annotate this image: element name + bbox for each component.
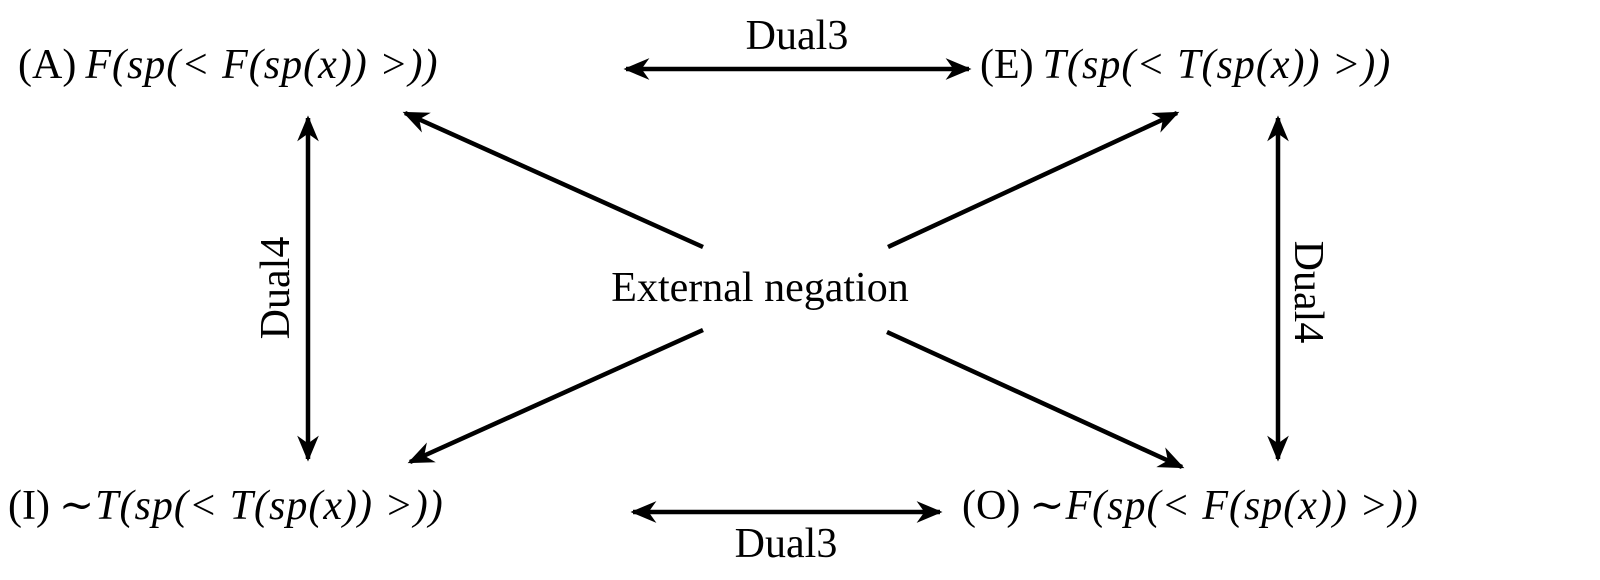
corner-I-formula: (I)∼T(sp(< T(sp(x)) >)): [8, 485, 444, 527]
corner-O-formula: (O)∼F(sp(< F(sp(x)) >)): [962, 485, 1419, 527]
dual3-top-label: Dual3: [745, 13, 849, 59]
corner-A-expression: F(sp(< F(sp(x)) >)): [85, 42, 439, 88]
external-negation-arrow-se: [886, 329, 1185, 470]
dual4-left-label: Dual4: [253, 236, 299, 340]
external-negation-arrow-nw: [402, 110, 704, 250]
external-negation-arrow-sw: [407, 327, 704, 465]
corner-E-formula: (E)T(sp(< T(sp(x)) >)): [980, 44, 1391, 86]
corner-A-formula: (A)F(sp(< F(sp(x)) >)): [18, 44, 439, 86]
corner-I-tag: (I): [8, 483, 50, 529]
corner-I-expression: ∼T(sp(< T(sp(x)) >)): [58, 483, 444, 529]
dual3-bottom-label: Dual3: [734, 521, 838, 567]
dual4-right-label: Dual4: [1285, 240, 1331, 344]
corner-E-tag: (E): [980, 42, 1034, 88]
external-negation-label: External negation: [611, 265, 909, 311]
corner-E-expression: T(sp(< T(sp(x)) >)): [1042, 42, 1392, 88]
corner-O-tag: (O): [962, 483, 1021, 529]
corner-A-tag: (A): [18, 42, 77, 88]
corner-O-expression: ∼F(sp(< F(sp(x)) >)): [1029, 483, 1419, 529]
external-negation-arrow-ne: [887, 110, 1180, 250]
